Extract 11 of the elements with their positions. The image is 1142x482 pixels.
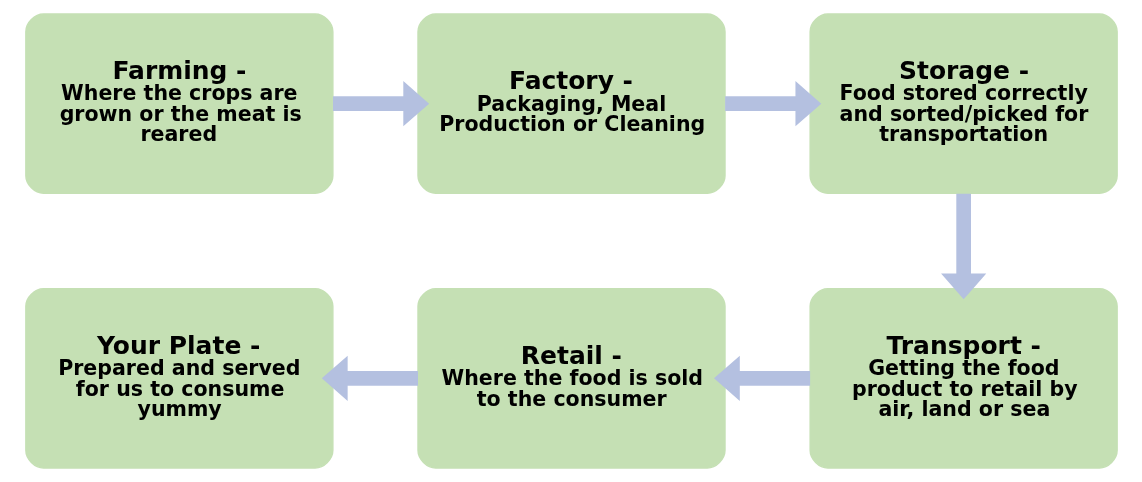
node-box: Your Plate - Prepared and served for us to consume yummy: [24, 288, 334, 469]
arrow: [940, 193, 986, 300]
arrow: [332, 81, 429, 127]
node-box: Farming - Where the crops are grown or the meat is reared: [24, 13, 334, 194]
arrow: [713, 355, 810, 401]
node-box: Factory - Packaging, Meal Production or Cleaning: [416, 13, 726, 194]
arrow: [724, 81, 821, 127]
node-box: Transport - Getting the food product to retail by air, land or sea: [808, 288, 1118, 469]
node-box: Retail - Where the food is sold to the consumer: [416, 288, 726, 469]
arrow: [321, 355, 418, 401]
node-box: Storage - Food stored correctly and sorted/picked for transportation: [808, 13, 1118, 194]
